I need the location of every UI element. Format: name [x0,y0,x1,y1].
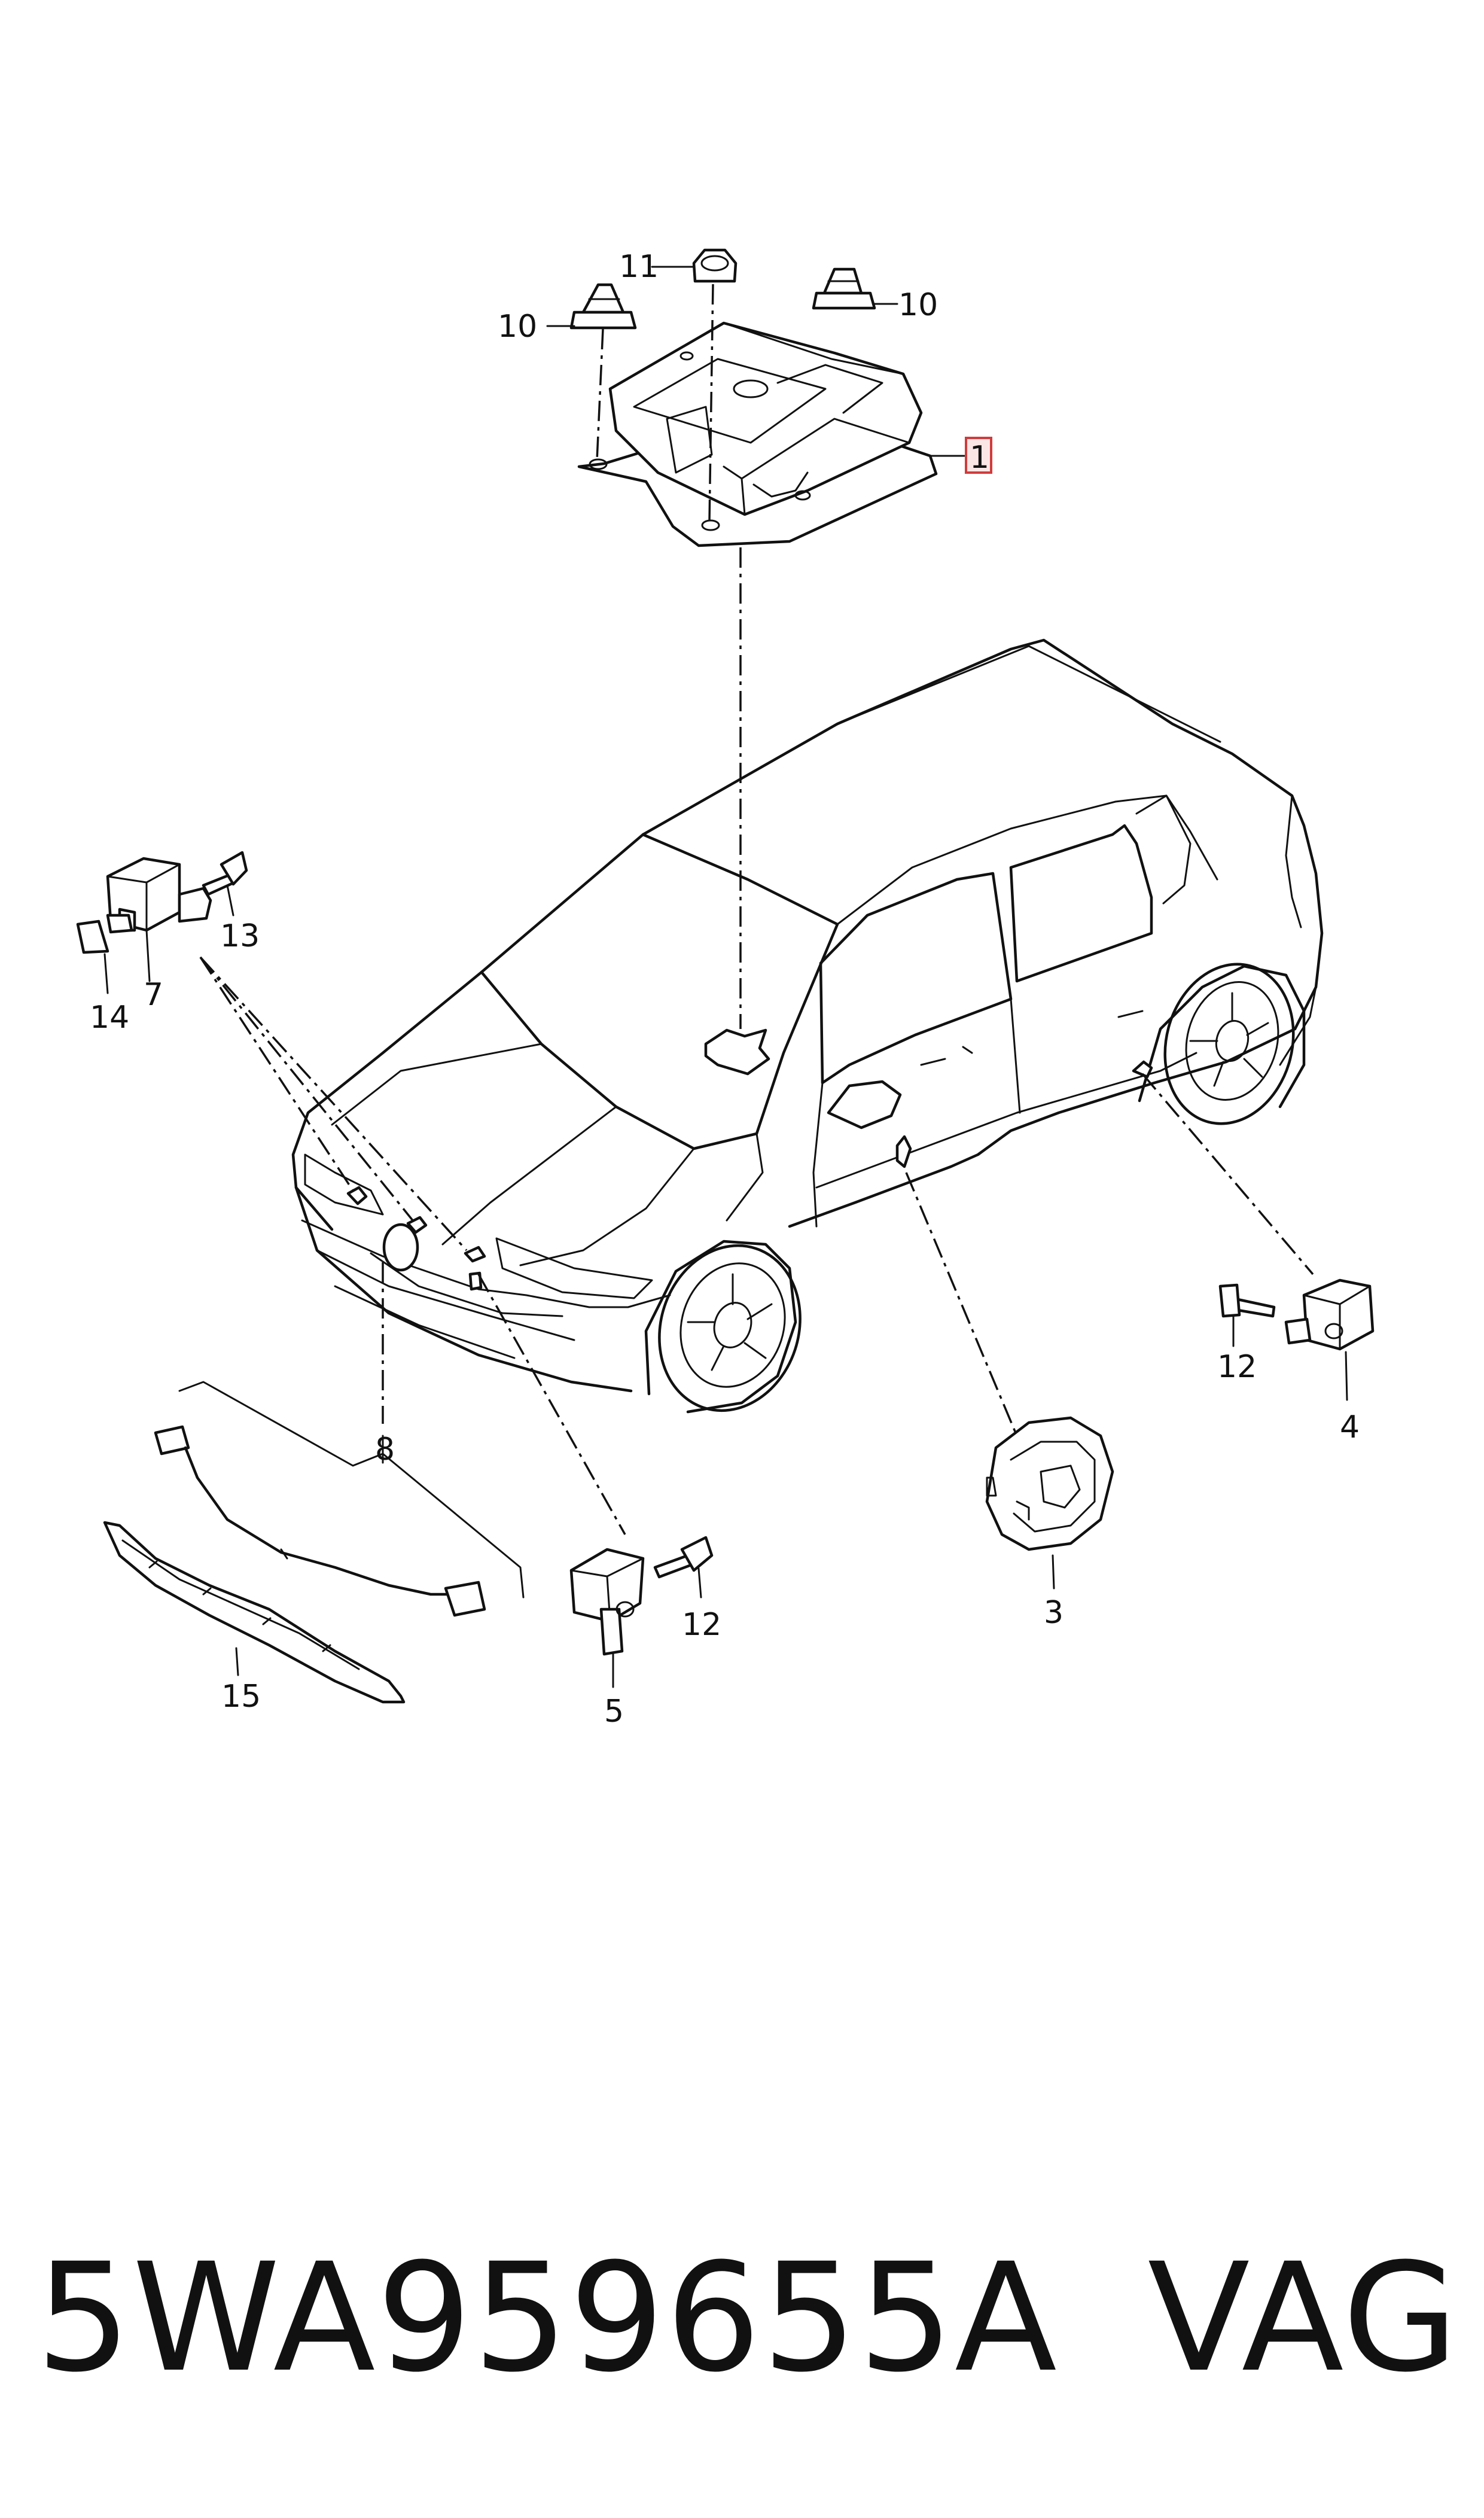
callout-10-left[interactable]: 10 [498,309,537,345]
callout-11[interactable]: 11 [619,249,659,285]
bolt-10-left [569,283,637,330]
callout-13[interactable]: 13 [220,918,260,954]
callout-12-front[interactable]: 12 [682,1607,721,1643]
callout-8[interactable]: 8 [375,1432,395,1467]
callout-5[interactable]: 5 [604,1694,624,1730]
trim-bracket-15 [103,1521,406,1704]
part-number: 5WA959655A [36,2231,1058,2405]
nut-11 [692,248,738,283]
callout-3[interactable]: 3 [1044,1595,1064,1631]
bolt-13 [202,851,248,896]
clock-spring-3 [985,1416,1114,1551]
bracket-label-8 [178,1381,525,1599]
callout-7[interactable]: 7 [144,977,163,1013]
brand-name: VAG [1147,2231,1459,2405]
airbag-control-unit [577,321,938,547]
bolt-10-right [812,267,876,310]
front-crash-sensor-7 [76,857,212,954]
callout-1-highlight [965,437,992,474]
callout-4[interactable]: 4 [1340,1409,1360,1445]
wiring-harness [154,1425,486,1617]
callout-12-side[interactable]: 12 [1217,1349,1257,1385]
side-crash-sensor-4 [1284,1278,1375,1351]
part-number-footer: 5WA959655A VAG [36,2240,1459,2396]
callout-10-right[interactable]: 10 [898,287,938,323]
front-crash-sensor-5 [569,1548,645,1656]
callout-15[interactable]: 15 [221,1679,261,1715]
vehicle-outline [291,638,1324,1414]
bolt-12-front [653,1536,714,1579]
bolt-12-side [1218,1283,1276,1318]
callout-14[interactable]: 14 [90,1000,129,1036]
callout-1[interactable]: 1 [970,440,989,476]
